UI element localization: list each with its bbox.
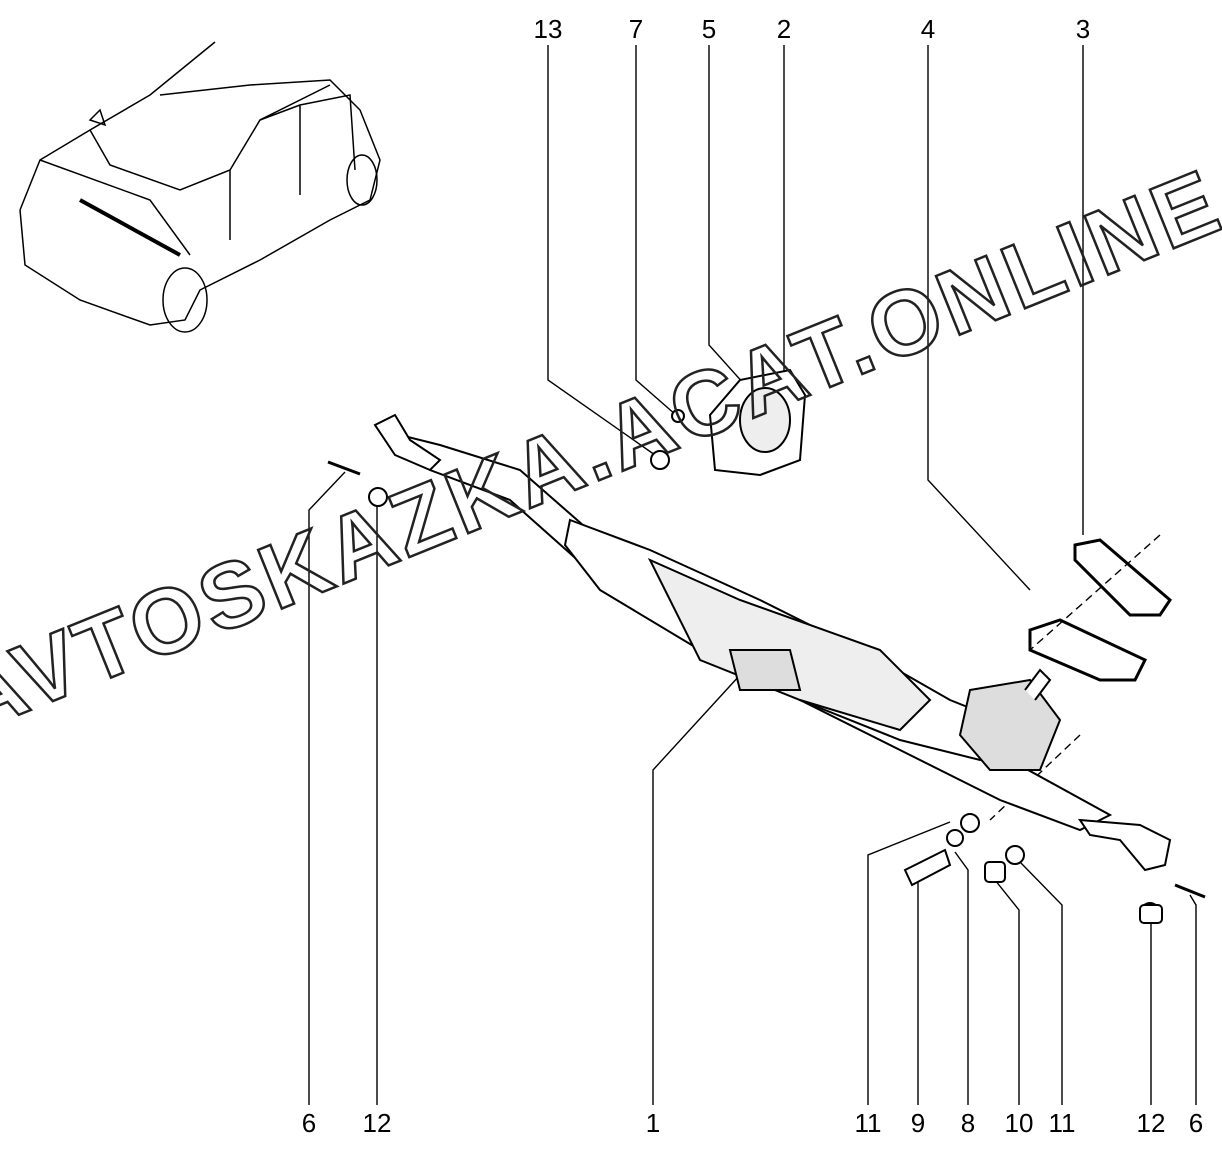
leader-lines bbox=[308, 45, 1197, 1105]
watermark: AVTOSKAZKA.ACAT.ONLINE bbox=[0, 150, 1222, 752]
fasteners bbox=[650, 409, 1163, 924]
callout-12: 12 bbox=[362, 1108, 392, 1138]
callout-5: 5 bbox=[701, 14, 717, 44]
rubber-seals bbox=[1028, 538, 1172, 682]
callout-9: 9 bbox=[910, 1108, 926, 1138]
mounting-bracket bbox=[708, 368, 807, 477]
callout-13: 13 bbox=[533, 14, 563, 44]
callout-11b: 11 bbox=[1048, 1108, 1076, 1138]
callout-10: 10 bbox=[1004, 1108, 1034, 1138]
callout-3: 3 bbox=[1075, 14, 1091, 44]
callout-7: 7 bbox=[628, 14, 644, 44]
callout-4: 4 bbox=[920, 14, 936, 44]
callout-11: 11 bbox=[854, 1108, 882, 1138]
steering-rack bbox=[327, 413, 1206, 922]
callout-1: 1 bbox=[645, 1108, 661, 1138]
callout-12b: 12 bbox=[1136, 1108, 1166, 1138]
callout-2: 2 bbox=[776, 14, 792, 44]
car-thumbnail bbox=[19, 41, 381, 333]
callout-6: 6 bbox=[301, 1108, 317, 1138]
callout-8: 8 bbox=[960, 1108, 976, 1138]
callout-6b: 6 bbox=[1188, 1108, 1204, 1138]
